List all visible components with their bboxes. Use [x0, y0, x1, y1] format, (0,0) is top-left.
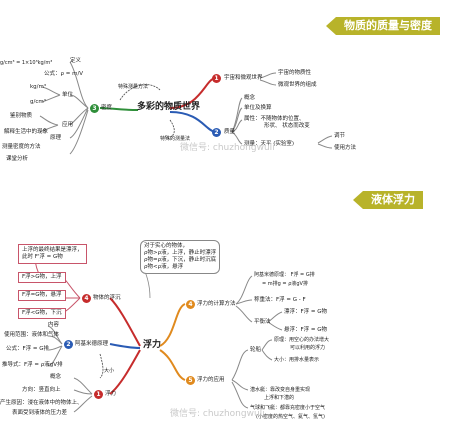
- float-item: F浮=G物，悬浮: [22, 292, 62, 298]
- density-comparison-note: 对于实心的物体， ρ物>ρ液，上浮，静止时漂浮 ρ物=ρ液，下沉，静止时沉底 ρ…: [140, 240, 221, 274]
- density-item: 原理: [50, 135, 62, 141]
- apply-item: 潜水艇：靠改变自身重实现: [250, 387, 311, 393]
- mindmap-lines-2: [35, 249, 283, 413]
- float-item: F浮<G物，下沉: [22, 310, 62, 316]
- note-line: 对于实心的物体，: [144, 243, 189, 249]
- central-topic: 多彩的物质世界: [137, 102, 201, 112]
- branch-number-3: 3: [90, 104, 99, 113]
- concept-item: 产生原因：浸在液体中的物体上、: [0, 400, 83, 406]
- calc-item: 称重法：F浮 = G - F: [254, 297, 306, 303]
- calc-item: 阿基米德原理： F浮 = G排: [254, 272, 315, 278]
- branch-number-5: 5: [186, 376, 195, 385]
- branch-number-4: 4: [82, 294, 91, 303]
- float-box-line: 上浮的最终结果是漂浮，: [22, 247, 83, 253]
- section-banner-buoyancy: 液体浮力: [353, 191, 423, 209]
- archimedes-size-label: 大小: [104, 368, 115, 374]
- central-topic: 浮力: [143, 340, 162, 350]
- section-banner-mass-density: 物质的质量与密度: [326, 17, 440, 35]
- arrow-label: 特殊测量方法: [118, 84, 149, 90]
- apply-item: 气球和飞艇：都靠充密度小于空气: [250, 405, 326, 411]
- calc-item: 悬浮：F浮 = G物: [284, 327, 328, 333]
- archimedes-item: 公式：F浮 = G排: [6, 346, 50, 352]
- concept-item: 概念: [50, 374, 62, 380]
- density-item: 课堂分析: [6, 156, 29, 162]
- branch-concept: 浮力: [105, 391, 117, 397]
- branch-archimedes: 阿基米德原理: [75, 341, 109, 347]
- universe-item: 宇宙的物质性: [278, 70, 312, 76]
- archimedes-item: 推导式：F浮 = ρ液gV排: [2, 362, 63, 368]
- density-item: kg/m³: [30, 84, 47, 90]
- mass-item: 属性：不随物体的位置、: [244, 116, 305, 122]
- banner-label: 液体浮力: [371, 193, 415, 206]
- concept-item: 表面受到液体的压力差: [12, 410, 68, 416]
- apply-item: 轮船: [250, 347, 262, 353]
- note-line: ρ物=ρ液，下沉，静止时沉底: [144, 257, 217, 263]
- mass-item: 形状、 状态而改变: [264, 123, 310, 129]
- mass-item: 调节: [334, 133, 346, 139]
- float-result-box: 上浮的最终结果是漂浮， 此时 F'浮 = G物: [18, 244, 87, 264]
- apply-item: 上浮和下潜的: [264, 395, 295, 401]
- mindmap-mass-density: 多彩的物质世界 1 宇宙和微观世界 宇宙的物质性 微观世界的组成 2 质量 概念…: [0, 40, 455, 170]
- density-item: 测量密度的方法: [2, 144, 41, 150]
- density-item: 鉴别物质: [10, 113, 33, 119]
- density-item: 单位: [62, 92, 74, 98]
- branch-number-2: 2: [212, 128, 221, 137]
- apply-item: 原理：用空心的办法增大: [274, 337, 330, 343]
- mass-item: 单位及换算: [244, 105, 272, 111]
- calc-item: = m排g = ρ液gV排: [262, 281, 308, 287]
- float-condition: F浮>G物，上浮: [18, 272, 66, 283]
- density-item: 公式：ρ = m/V: [44, 71, 84, 77]
- universe-item: 微观世界的组成: [278, 82, 317, 88]
- banner-label: 物质的质量与密度: [344, 19, 432, 32]
- float-condition: F浮<G物，下沉: [18, 308, 66, 319]
- concept-item: 方向：竖直向上: [22, 387, 61, 393]
- branch-apply: 浮力的应用: [197, 377, 225, 383]
- density-item: 定义: [70, 58, 82, 64]
- branch-number-2: 2: [64, 340, 73, 349]
- float-condition: F浮=G物，悬浮: [18, 290, 66, 301]
- watermark: 微信号: chuzhongwuli: [170, 409, 265, 419]
- density-item: 应用: [62, 122, 74, 128]
- apply-item: 大小：用排水量表示: [274, 357, 320, 363]
- branch-universe: 宇宙和微观世界: [224, 75, 263, 81]
- branch-mass: 质量: [224, 129, 236, 135]
- mass-item: 使用方法: [334, 145, 357, 151]
- note-line: ρ物>ρ液，上浮，静止时漂浮: [144, 250, 217, 256]
- note-line: ρ物<ρ液，悬浮: [144, 264, 184, 270]
- apply-item: 可以利用的浮力: [290, 345, 326, 351]
- mass-item: 概念: [244, 95, 256, 101]
- branch-number-1: 1: [212, 74, 221, 83]
- apply-item: (小密度的热空气、氦气、氢气): [256, 414, 325, 420]
- branch-float-sink: 物体的浮沉: [93, 295, 121, 301]
- archimedes-item: 使用范围：液体和气体: [4, 332, 60, 338]
- mindmap-lines: [39, 61, 333, 155]
- density-conversion: g/cm³ = 1×10³kg/m³: [0, 60, 53, 66]
- density-item: g/cm³: [30, 99, 46, 105]
- branch-calc: 浮力的计算方法: [197, 301, 236, 307]
- branch-number-4: 4: [186, 300, 195, 309]
- branch-density: 密度: [101, 105, 113, 111]
- watermark: 微信号: chuzhongwuli: [180, 143, 275, 153]
- float-box-line: 此时 F'浮 = G物: [22, 254, 63, 260]
- archimedes-item: 内容: [48, 322, 60, 328]
- arrow-label: 特殊的测量法: [160, 136, 191, 142]
- branch-number-1: 1: [94, 390, 103, 399]
- float-item: F浮>G物，上浮: [22, 274, 62, 280]
- calc-item: 漂浮：F浮 = G物: [284, 309, 328, 315]
- mindmap-buoyancy: 对于实心的物体， ρ物>ρ液，上浮，静止时漂浮 ρ物=ρ液，下沉，静止时沉底 ρ…: [0, 228, 455, 436]
- calc-item: 平衡法: [254, 319, 271, 325]
- density-item: 解释生活中的现象: [4, 129, 49, 135]
- mass-item: 测量：天平 (实验室): [244, 141, 295, 147]
